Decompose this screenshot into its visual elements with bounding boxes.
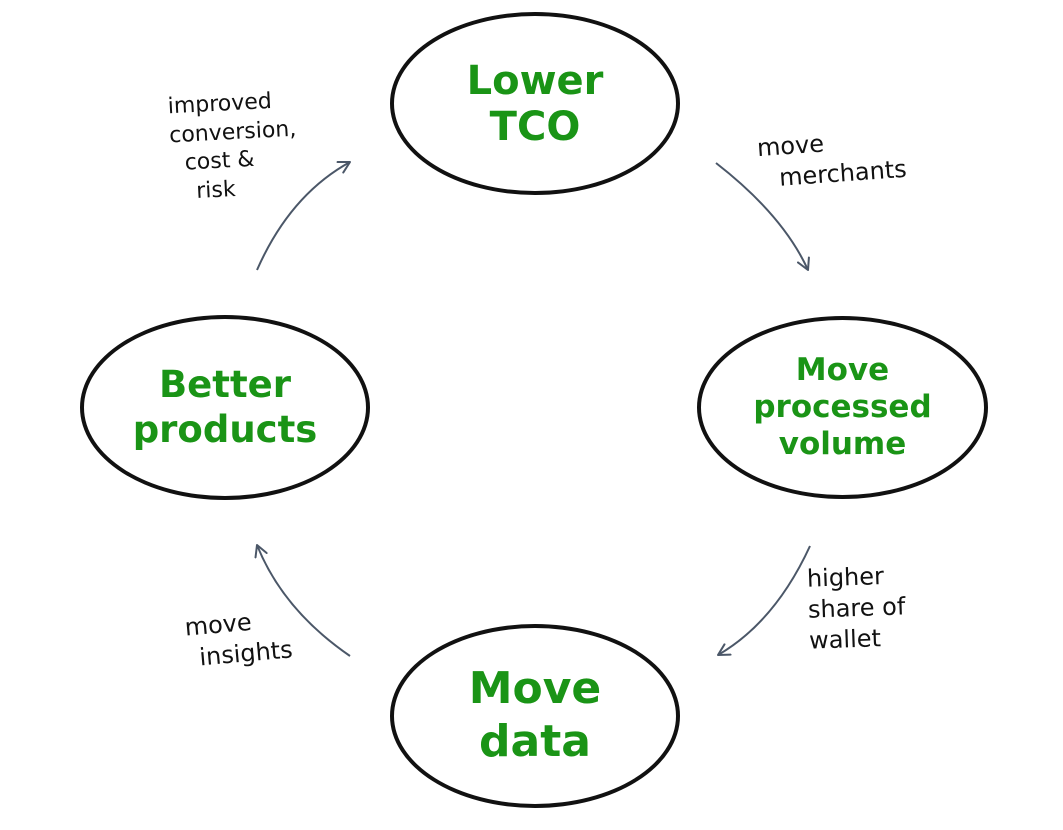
node-lower-tco-line-2: TCO bbox=[489, 103, 581, 150]
node-lower-tco-line-1: Lower bbox=[466, 57, 604, 104]
arrow-data-to-products bbox=[254, 544, 351, 657]
edge-label-more-insights: move insights bbox=[183, 604, 294, 675]
node-volume-line-3: volume bbox=[778, 426, 907, 463]
node-lower-tco: Lower TCO bbox=[390, 12, 680, 195]
arrow-lower-tco-to-volume bbox=[715, 162, 810, 271]
node-volume-line-2: processed bbox=[753, 388, 932, 425]
node-volume-line-1: Move bbox=[795, 351, 890, 388]
node-more-processed-volume: Move processed volume bbox=[697, 316, 988, 499]
edge-label-higher-share-of-wallet: higher share of wallet bbox=[806, 560, 907, 657]
node-better-products-line-1: Better bbox=[158, 363, 291, 407]
node-more-data-line-1: Move bbox=[468, 663, 602, 715]
node-better-products-line-2: products bbox=[132, 407, 318, 451]
edge-label-line: wallet bbox=[808, 624, 882, 656]
node-more-data: Move data bbox=[390, 624, 680, 808]
node-better-products: Better products bbox=[80, 315, 370, 500]
edge-label-move-merchants: move merchants bbox=[756, 123, 908, 196]
arrow-volume-to-data bbox=[717, 545, 811, 656]
node-more-data-line-2: data bbox=[479, 716, 591, 767]
arrow-products-to-tco bbox=[256, 161, 351, 271]
edge-label-line: share of bbox=[807, 592, 906, 624]
edge-label-line: higher bbox=[806, 562, 885, 593]
edge-label-improved-conversion: improved conversion, cost & risk bbox=[167, 87, 300, 208]
